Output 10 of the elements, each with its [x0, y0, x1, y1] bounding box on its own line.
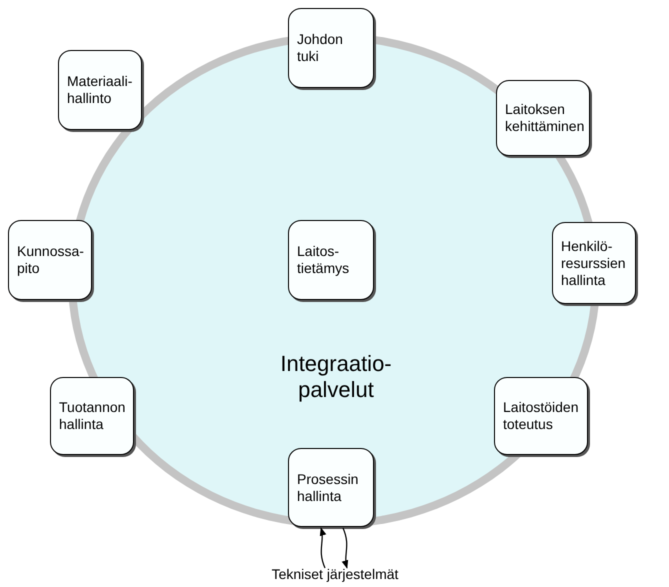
area-title: Integraatio- palvelut: [279, 351, 393, 403]
function-box: Tuotannon hallinta: [50, 377, 134, 455]
function-box: Materiaali- hallinto: [58, 50, 142, 130]
function-box: Henkilö- resurssien hallinta: [552, 222, 636, 304]
curved-arrow: [342, 528, 349, 569]
function-box: Johdon tuki: [288, 8, 374, 88]
system-label: Tekniset järjestelmät: [240, 566, 430, 586]
function-box: Laitos- tietämys: [288, 220, 374, 300]
function-box: Kunnossa- pito: [8, 220, 92, 300]
curved-arrow: [319, 527, 326, 568]
